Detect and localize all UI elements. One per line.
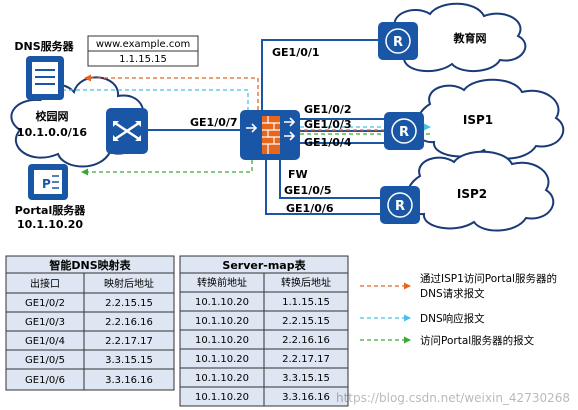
isp1-cloud-label: ISP1	[463, 113, 493, 127]
smart-dns-cell: GE1/0/6	[25, 375, 65, 386]
smart-dns-header-out-if: 出接口	[30, 277, 60, 290]
router-isp1-icon: R	[384, 112, 424, 150]
router-isp2-icon: R	[380, 186, 420, 224]
smart-dns-table-title: 智能DNS映射表	[49, 258, 131, 272]
port-ge103: GE1/0/3	[304, 118, 352, 131]
server-map-header-before: 转换前地址	[197, 276, 247, 289]
smart-dns-cell: 3.3.16.16	[105, 375, 153, 386]
legend-dns-response-label: DNS响应报文	[420, 312, 485, 325]
port-ge107: GE1/0/7	[190, 116, 238, 129]
server-map-cell: 10.1.10.20	[195, 335, 249, 346]
server-map-table-title: Server-map表	[222, 258, 306, 272]
server-map-table	[179, 255, 349, 407]
port-ge102: GE1/0/2	[304, 103, 352, 116]
server-map-cell: 2.2.15.15	[282, 316, 330, 327]
router-edu-icon: R	[378, 22, 418, 60]
server-map-cell: 2.2.16.16	[282, 335, 330, 346]
switch-icon	[106, 108, 148, 154]
portal-server-ip: 10.1.10.20	[17, 218, 83, 231]
dns-server-label: DNS服务器	[14, 39, 74, 53]
server-map-cell: 10.1.10.20	[195, 392, 249, 403]
legend-dns-request-label: 通过ISP1访问Portal服务器的	[420, 272, 557, 285]
server-map-cell: 1.1.15.15	[282, 297, 330, 308]
svg-text:R: R	[395, 199, 405, 214]
port-ge106: GE1/0/6	[286, 202, 334, 215]
port-ge105: GE1/0/5	[284, 184, 332, 197]
dns-record-box	[87, 35, 199, 67]
svg-text:P: P	[42, 177, 51, 191]
isp1-cloud	[415, 78, 565, 160]
portal-flow-server	[81, 160, 253, 176]
server-map-cell: 2.2.17.17	[282, 354, 330, 365]
firewall-icon	[240, 110, 300, 160]
smart-dns-cell: GE1/0/3	[25, 317, 65, 328]
watermark: https://blog.csdn.net/weixin_42730268	[336, 391, 570, 405]
server-map-cell: 10.1.10.20	[195, 297, 249, 308]
campus-subnet: 10.1.0.0/16	[17, 126, 87, 139]
port-ge101: GE1/0/1	[272, 46, 320, 59]
link-ge105	[279, 160, 380, 199]
portal-server-label: Portal服务器	[15, 203, 86, 217]
server-map-header-after: 转换后地址	[281, 276, 331, 289]
smart-dns-table	[5, 255, 175, 391]
dns-response-flow-dns	[62, 89, 249, 110]
legend-dns-request-label-2: DNS请求报文	[420, 287, 485, 300]
svg-text:R: R	[393, 35, 403, 50]
dns-server-icon	[26, 56, 64, 100]
smart-dns-cell: 2.2.15.15	[105, 298, 153, 309]
smart-dns-header-mapped: 映射后地址	[104, 277, 154, 290]
dns-request-flow-dns	[84, 74, 259, 110]
smart-dns-cell: GE1/0/4	[25, 336, 65, 347]
server-map-cell: 10.1.10.20	[195, 354, 249, 365]
server-map-cell: 10.1.10.20	[195, 373, 249, 384]
server-map-cell: 3.3.16.16	[282, 392, 330, 403]
campus-name: 校园网	[36, 109, 69, 123]
port-ge104: GE1/0/4	[304, 136, 352, 149]
smart-dns-cell: 3.3.15.15	[105, 355, 153, 366]
smart-dns-cell: GE1/0/2	[25, 298, 65, 309]
svg-text:R: R	[399, 125, 409, 140]
legend	[360, 282, 411, 344]
firewall-label: FW	[288, 168, 308, 181]
smart-dns-cell: 2.2.17.17	[105, 336, 153, 347]
edu-cloud-label: 教育网	[453, 31, 487, 45]
smart-dns-cell: GE1/0/5	[25, 355, 65, 366]
server-map-cell: 10.1.10.20	[195, 316, 249, 327]
dns-record-name: www.example.com	[96, 39, 190, 50]
link-ge101	[261, 39, 378, 110]
portal-server-icon: P	[28, 164, 68, 200]
smart-dns-cell: 2.2.16.16	[105, 317, 153, 328]
edu-cloud	[385, 2, 527, 73]
isp2-cloud	[405, 150, 555, 232]
legend-portal-label: 访问Portal服务器的报文	[420, 334, 535, 347]
dns-record-ip: 1.1.15.15	[119, 54, 167, 65]
isp2-cloud-label: ISP2	[457, 187, 487, 201]
server-map-cell: 3.3.15.15	[282, 373, 330, 384]
